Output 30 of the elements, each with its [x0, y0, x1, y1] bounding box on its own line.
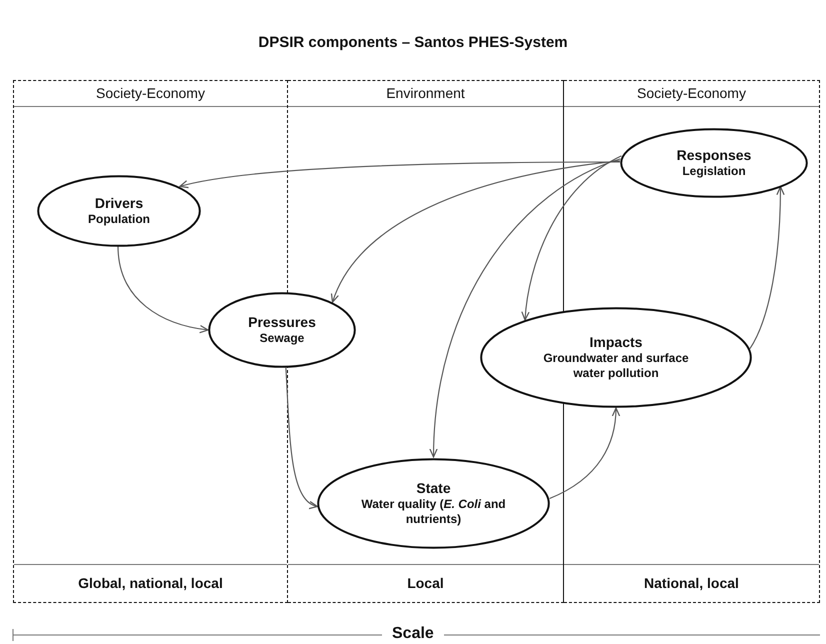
arrow: [430, 158, 621, 458]
node-title: Impacts: [590, 334, 642, 351]
arrow: [522, 155, 622, 321]
node-title: Pressures: [248, 314, 316, 331]
ellipse-node: [37, 175, 201, 247]
arrow: [117, 246, 209, 333]
ellipse-node: [208, 292, 356, 368]
arrow: [179, 161, 620, 189]
ellipse-node: [317, 458, 550, 549]
arrow: [749, 186, 785, 349]
column-header: Society-Economy: [14, 81, 287, 107]
column-header: Society-Economy: [564, 81, 819, 107]
column-footer: National, local: [564, 564, 819, 602]
column-footer: Global, national, local: [14, 564, 287, 602]
node-text: Groundwater and surface water pollution: [542, 351, 690, 381]
ellipse-node: [620, 128, 808, 198]
node-text: Legislation: [682, 164, 746, 179]
column-footer: Local: [288, 564, 563, 602]
node-title: Drivers: [94, 195, 144, 212]
node-title: Responses: [676, 147, 752, 164]
node-title: State: [416, 480, 451, 497]
node-text: Sewage: [260, 331, 304, 346]
arrow: [285, 368, 318, 508]
node-text: Population: [88, 212, 150, 227]
diagram-title: DPSIR components – Santos PHES-System: [257, 34, 569, 51]
arrow: [332, 160, 620, 303]
ellipse-node: [480, 307, 752, 408]
node-text: Water quality (E. Coli and nutrients): [360, 497, 507, 527]
column-header: Environment: [288, 81, 563, 107]
arrow: [549, 407, 620, 499]
